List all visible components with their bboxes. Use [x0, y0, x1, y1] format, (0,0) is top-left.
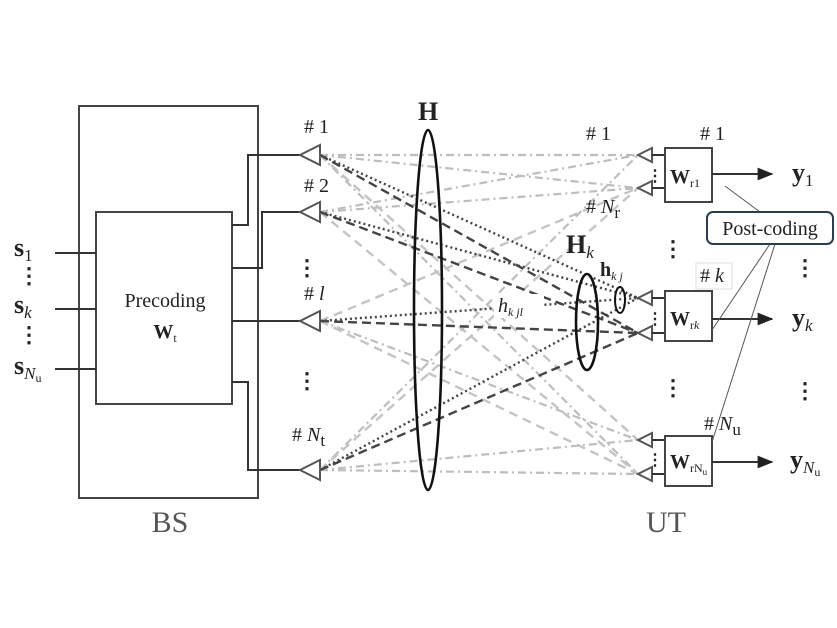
tx-antenna-nt: [297, 458, 321, 482]
wire-tx-1: [232, 154, 300, 226]
tx-label-1: # 1: [304, 116, 329, 138]
rx-label-1: # 1: [586, 123, 611, 145]
user-label-k: # k: [700, 265, 725, 287]
postcoder-label-k: Wrk: [670, 308, 700, 332]
tx-label-l: # l: [304, 283, 325, 305]
postcoding-leader-1: [724, 185, 761, 213]
input-label-s1: s1: [14, 233, 33, 265]
rx-label-nr: # Nr: [586, 196, 620, 222]
rx-antenna-1a: [635, 146, 653, 164]
rx-antenna-nua: [635, 431, 653, 449]
channel-ellipse-Hk: [574, 272, 600, 372]
postcoding-box: [706, 211, 834, 245]
rx-antenna-ka: [635, 289, 653, 307]
user-1: ⋮ Wr1 # 1 y1: [635, 123, 814, 203]
rx-vdots-user1: ⋮: [647, 168, 663, 185]
input-vdots-1: ⋮: [18, 263, 40, 288]
output-label-ynu: yNu: [790, 445, 820, 479]
postcoder-box-1: [664, 147, 713, 203]
tx-antenna-l: [297, 309, 321, 333]
precoding-label: Precoding: [124, 290, 205, 312]
output-label-yk: yk: [792, 303, 813, 335]
precoding-box: [95, 211, 233, 405]
user-nu: ⋮ WrNu # Nu yNu: [635, 413, 820, 487]
output-vdots-2: ⋮: [794, 378, 816, 403]
tx-vdots-1: ⋮: [296, 255, 318, 280]
user-label-nu: # Nu: [704, 413, 741, 439]
tx-label-nt: # Nt: [292, 424, 325, 450]
hkjl-label-bg: [494, 294, 544, 318]
postcoder-box-k: [664, 290, 713, 342]
output-label-y1: y1: [792, 158, 814, 190]
wire-tx-2: [232, 211, 300, 269]
postcoder-box-nu: [664, 435, 713, 487]
channel-label-hkjl: hk jl: [498, 295, 524, 319]
postcoder-label-1: Wr1: [670, 166, 700, 190]
postcoding-leader-2: [711, 243, 771, 331]
ut-label: UT: [646, 506, 686, 539]
rx-antenna-nub: [635, 465, 653, 483]
channel-label-hkj: hk j: [600, 259, 623, 283]
user-label-k-bg: [695, 262, 733, 290]
channel-ellipse-hkj: [614, 286, 626, 314]
input-label-sk: sk: [14, 290, 32, 322]
postcoding-label: Post-coding: [722, 218, 818, 240]
dark-dashed-links: [319, 153, 639, 472]
channel-label-Hk: Hk: [566, 230, 594, 262]
output-vdots-1: ⋮: [794, 255, 816, 280]
tx-antenna-1: [297, 143, 321, 167]
tx-vdots-2: ⋮: [296, 368, 318, 393]
rx-vdots-usernu: ⋮: [647, 452, 663, 469]
rx-vdots-mid-2: ⋮: [662, 375, 684, 400]
tx-antenna-2: [297, 200, 321, 224]
light-dashed-links: [319, 154, 639, 476]
channel-ellipse-H: [412, 128, 444, 492]
postcoder-label-nu: WrNu: [670, 451, 708, 477]
rx-vdots-userk: ⋮: [647, 311, 663, 328]
input-label-snu: sNu: [14, 351, 41, 385]
rx-antenna-kb: [635, 324, 653, 342]
channel-label-H: H: [418, 97, 438, 126]
tx-label-2: # 2: [304, 175, 329, 197]
wire-tx-nt: [232, 381, 300, 471]
postcoding-leader-3: [711, 243, 776, 443]
user-label-1: # 1: [700, 123, 725, 145]
precoding-matrix-label: Wt: [153, 321, 177, 345]
input-vdots-2: ⋮: [18, 322, 40, 347]
user-k: ⋮ Wrk # k yk: [635, 262, 813, 342]
rx-vdots-mid-1: ⋮: [662, 236, 684, 261]
bs-label: BS: [152, 506, 189, 539]
light-dashdot-links: [319, 153, 639, 476]
